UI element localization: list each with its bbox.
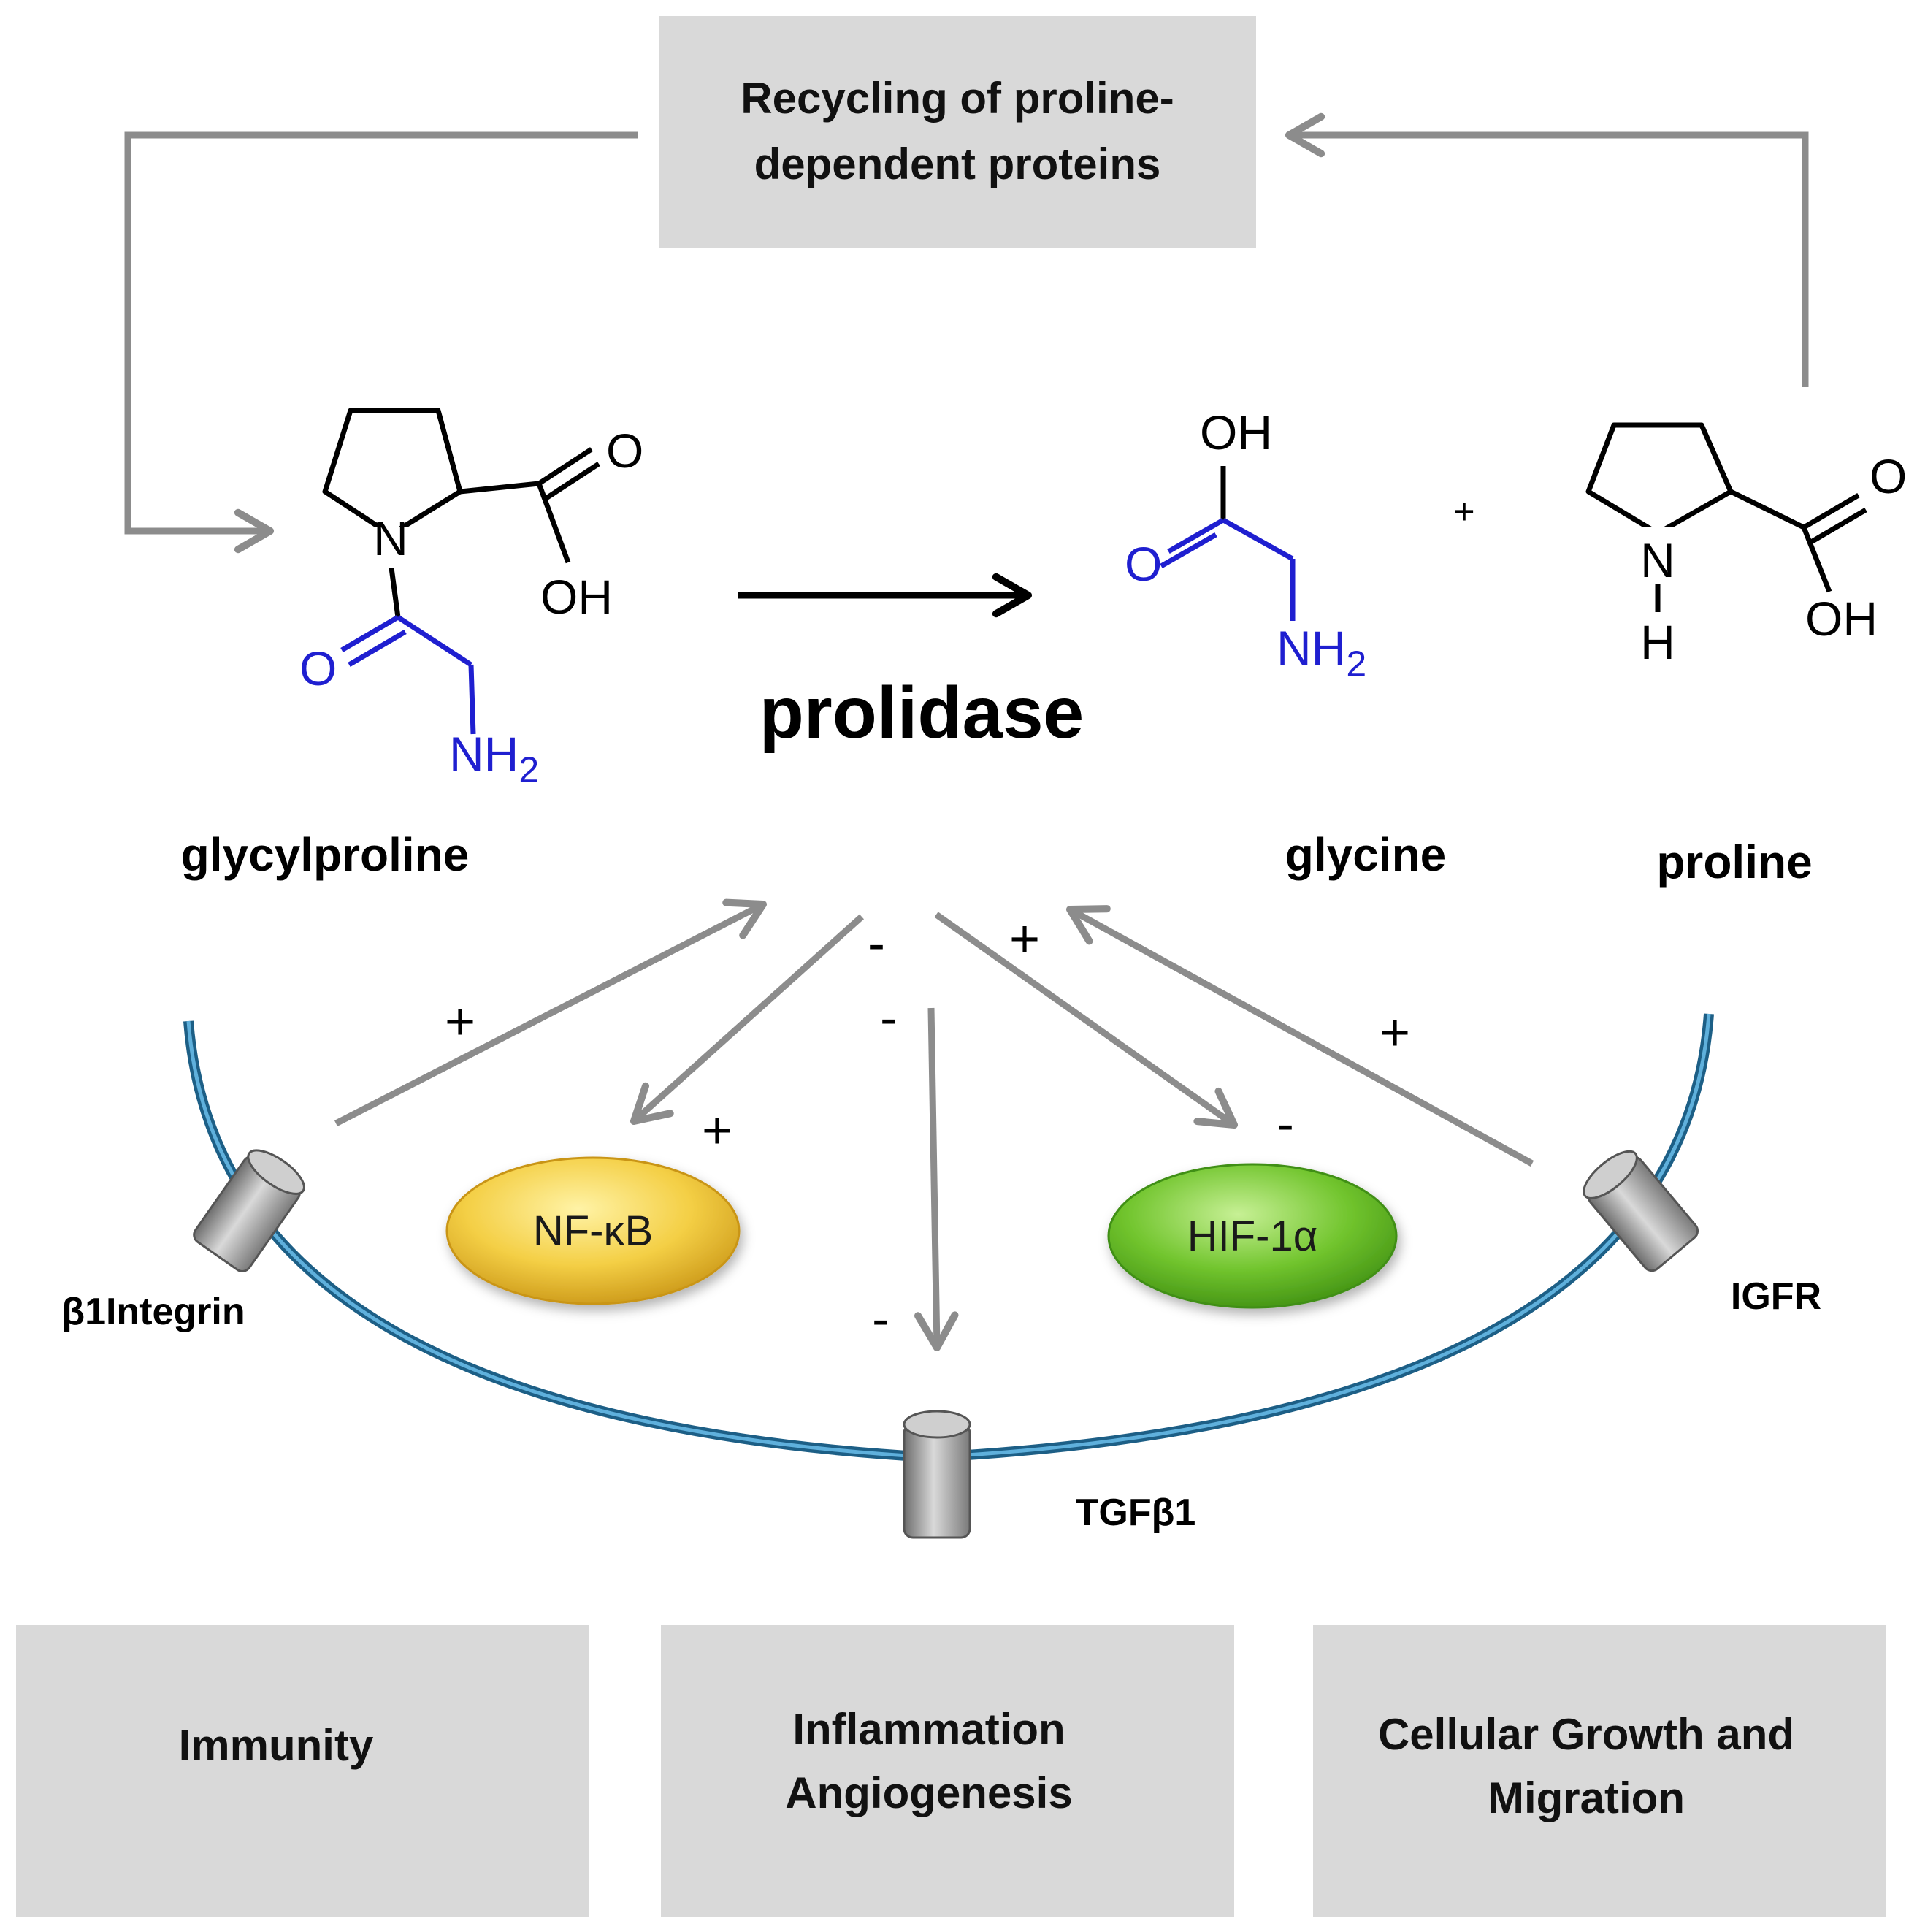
glycylproline-structure: N O OH O NH2: [299, 408, 643, 790]
igfr-receptor-icon: [1583, 1150, 1699, 1272]
atom-n: N: [1640, 533, 1675, 587]
sign-minus: -: [1277, 1095, 1294, 1153]
glycylproline-label: glycylproline: [181, 828, 470, 881]
recycling-box: Recycling of proline- dependent proteins: [659, 16, 1256, 248]
atom-o: O: [606, 424, 643, 478]
sign-plus: +: [1380, 1004, 1410, 1062]
igfr-label: IGFR: [1731, 1275, 1821, 1318]
atom-nh2: NH2: [1277, 621, 1366, 684]
immunity-box: Immunity: [16, 1625, 589, 1917]
atom-oh: OH: [1805, 592, 1878, 646]
inflammation-label: Inflammation: [792, 1705, 1065, 1754]
sign-minus: -: [868, 915, 885, 973]
proline-structure: N H O OH: [1585, 422, 1907, 669]
nfkb-node: NF-κB: [445, 1156, 741, 1305]
sign-minus: -: [872, 1290, 889, 1348]
atom-oh: OH: [540, 570, 613, 624]
nfkb-label: NF-κB: [533, 1207, 653, 1255]
sign-plus: +: [702, 1101, 732, 1160]
atom-oh: OH: [1200, 405, 1272, 459]
glycine-structure: OH O NH2: [1125, 405, 1366, 684]
atom-nh2: NH2: [449, 727, 539, 790]
atom-o: O: [1870, 449, 1907, 503]
atom-n: N: [373, 511, 408, 565]
atom-o-blue: O: [299, 641, 337, 695]
hif-label: HIF-1α: [1187, 1213, 1318, 1260]
recycling-arrow-right: [1285, 112, 1809, 387]
prolidase-to-hif-arrow: [934, 912, 1239, 1129]
tgf-label: TGFβ1: [1076, 1492, 1196, 1534]
integrin-receptor-icon: [193, 1149, 305, 1272]
growth-label-line1: Cellular Growth and: [1378, 1710, 1794, 1759]
prolidase-to-tgf-arrow: [914, 1007, 959, 1352]
recycling-label-line2: dependent proteins: [754, 140, 1161, 188]
reaction-plus: +: [1453, 491, 1474, 532]
growth-label-line2: Migration: [1488, 1773, 1685, 1822]
immunity-label: Immunity: [179, 1721, 374, 1770]
integrin-to-prolidase-arrow: [334, 898, 768, 1127]
sign-plus: +: [1009, 910, 1040, 969]
prolidase-to-nfkb-arrow: [630, 914, 865, 1126]
tgf-receptor-icon: [903, 1410, 971, 1539]
inflammation-box: Inflammation Angiogenesis: [661, 1625, 1234, 1917]
growth-box: Cellular Growth and Migration: [1313, 1625, 1886, 1917]
recycling-arrow-left: [124, 131, 638, 554]
hif-node: HIF-1α: [1107, 1163, 1398, 1309]
atom-o-blue: O: [1125, 537, 1162, 591]
glycine-label: glycine: [1285, 828, 1447, 881]
enzyme-label: prolidase: [759, 672, 1084, 754]
integrin-label: β1Integrin: [61, 1291, 245, 1333]
igfr-to-prolidase-arrow: [1065, 905, 1534, 1167]
sign-plus: +: [445, 993, 475, 1051]
sign-minus: -: [880, 989, 898, 1047]
angiogenesis-label: Angiogenesis: [785, 1768, 1072, 1817]
atom-h: H: [1640, 615, 1675, 669]
proline-label: proline: [1656, 836, 1812, 888]
recycling-label-line1: Recycling of proline-: [741, 74, 1174, 123]
